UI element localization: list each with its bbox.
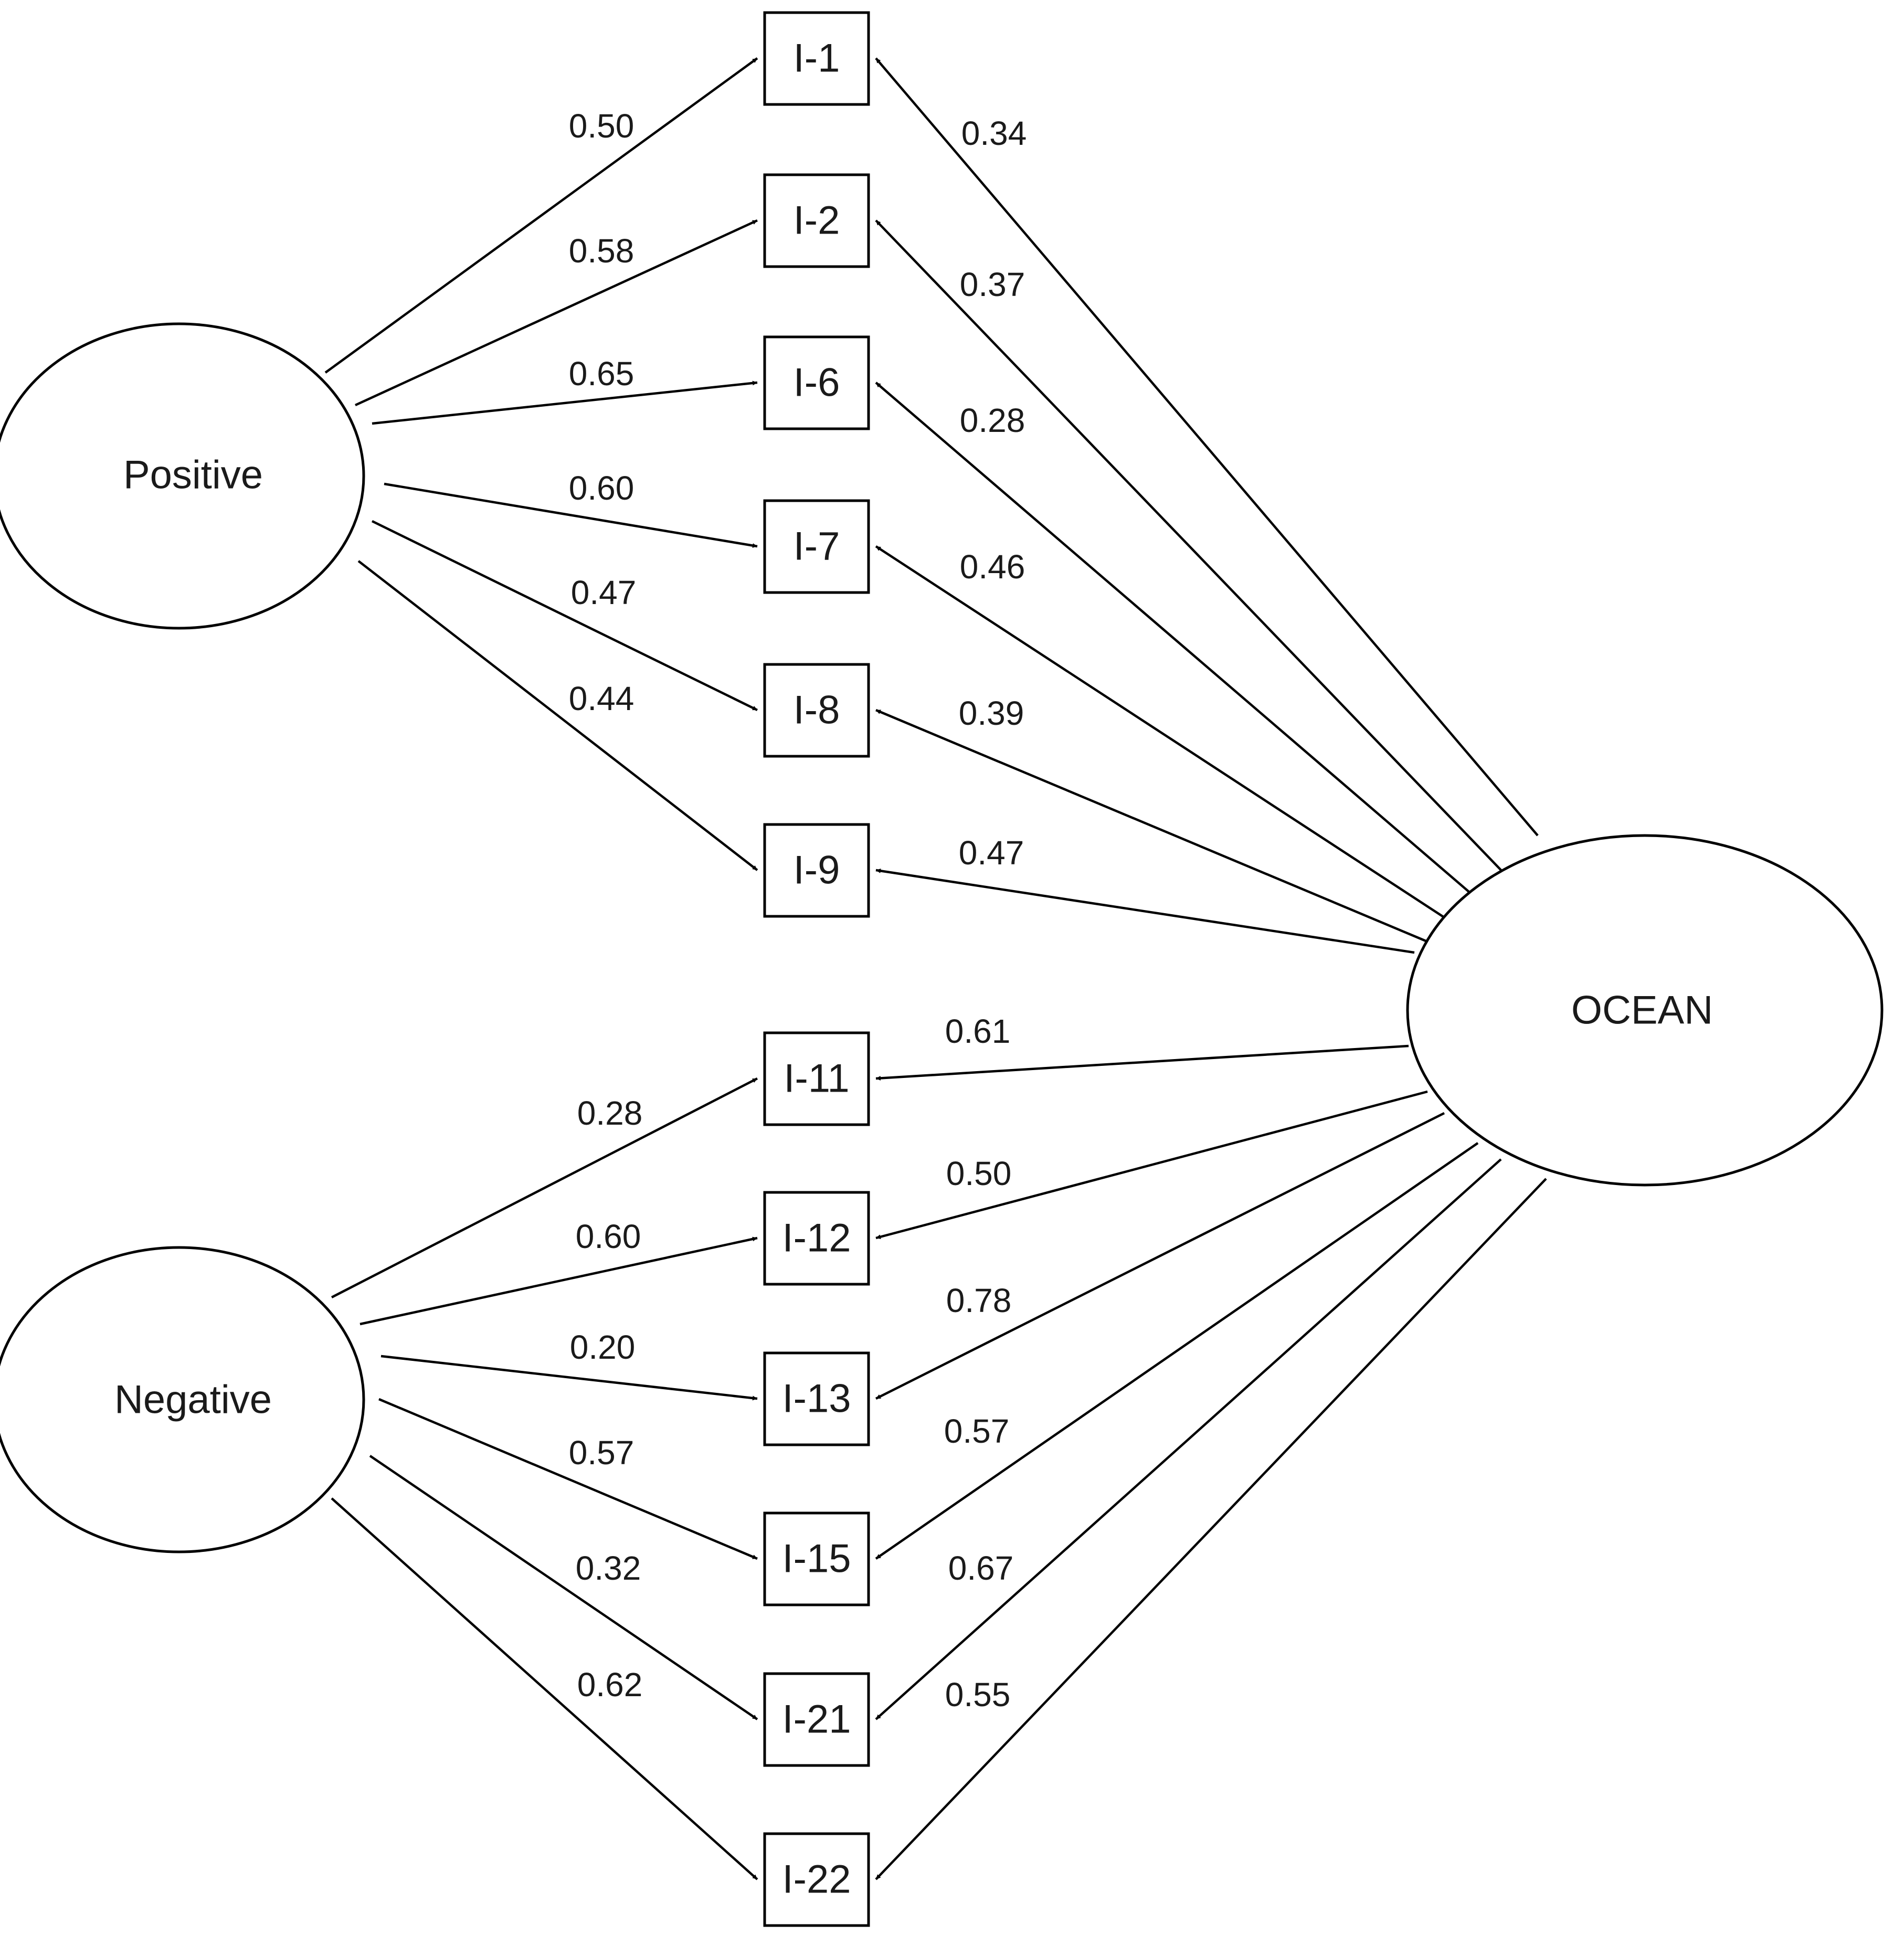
item-i11: I-11 (763, 1031, 870, 1126)
arrow-ocean-i22 (875, 1178, 1547, 1880)
arrow-ocean-i15 (875, 1142, 1479, 1560)
arrow-negative-i13 (380, 1355, 758, 1401)
loading-value-ocean-i15: 0.57 (944, 1412, 1010, 1450)
loading-value-negative-i15: 0.57 (569, 1434, 634, 1472)
loading-value-positive-i2: 0.58 (569, 232, 634, 270)
loading-value-ocean-i8: 0.39 (959, 694, 1024, 732)
arrow-ocean-i9 (875, 868, 1415, 954)
arrow-negative-i22 (331, 1497, 758, 1880)
loading-value-positive-i6: 0.65 (569, 355, 634, 393)
item-label: I-1 (794, 36, 840, 81)
arrow-positive-i1 (324, 57, 758, 374)
loading-value-ocean-i12: 0.50 (946, 1155, 1012, 1192)
arrow-ocean-i6 (875, 382, 1475, 897)
loading-value-positive-i1: 0.50 (569, 107, 634, 145)
loading-value-ocean-i9: 0.47 (959, 834, 1024, 872)
factor-ocean: OCEAN (1406, 834, 1884, 1187)
item-i8: I-8 (763, 663, 870, 758)
arrow-positive-i9 (357, 560, 758, 871)
loading-value-ocean-i2: 0.37 (960, 266, 1025, 303)
item-i15: I-15 (763, 1511, 870, 1606)
loading-value-positive-i7: 0.60 (569, 469, 634, 507)
loading-value-negative-i21: 0.32 (576, 1549, 641, 1587)
item-i9: I-9 (763, 823, 870, 918)
arrow-positive-i8 (372, 520, 758, 712)
loading-value-negative-i11: 0.28 (577, 1094, 643, 1132)
loading-value-ocean-i21: 0.67 (948, 1549, 1014, 1587)
factor-negative: Negative (0, 1246, 365, 1553)
arrow-negative-i15 (378, 1398, 758, 1560)
arrow-positive-i2 (355, 219, 758, 407)
loading-value-negative-i12: 0.60 (576, 1218, 641, 1255)
item-label: I-7 (794, 524, 840, 569)
item-label: I-21 (782, 1697, 851, 1742)
item-i2: I-2 (763, 173, 870, 268)
arrow-ocean-i11 (875, 1044, 1409, 1081)
arrow-ocean-i8 (875, 708, 1426, 943)
item-i6: I-6 (763, 335, 870, 430)
item-i21: I-21 (763, 1672, 870, 1767)
arrow-negative-i21 (369, 1455, 758, 1720)
loading-value-negative-i22: 0.62 (577, 1666, 643, 1704)
item-label: I-22 (782, 1857, 851, 1902)
item-label: I-12 (782, 1216, 851, 1261)
item-i12: I-12 (763, 1191, 870, 1286)
arrow-negative-i11 (331, 1077, 758, 1299)
item-label: I-15 (782, 1537, 851, 1581)
factor-label: OCEAN (1571, 988, 1713, 1033)
item-label: I-13 (782, 1377, 851, 1421)
arrow-ocean-i21 (875, 1158, 1502, 1720)
item-label: I-11 (784, 1056, 849, 1101)
arrow-ocean-i7 (875, 545, 1448, 921)
item-label: I-6 (794, 361, 840, 405)
arrow-ocean-i13 (875, 1112, 1445, 1400)
factor-label: Negative (114, 1378, 272, 1422)
loading-labels: 0.50 0.58 0.65 0.60 0.47 0.44 0.28 0.60 0.20 0.57… (569, 107, 1027, 1714)
item-label: I-8 (794, 688, 840, 733)
loading-value-positive-i9: 0.44 (569, 680, 634, 717)
loading-value-ocean-i7: 0.46 (960, 548, 1025, 586)
loading-value-negative-i13: 0.20 (570, 1328, 636, 1366)
item-i22: I-22 (763, 1832, 870, 1927)
loading-value-ocean-i11: 0.61 (945, 1012, 1011, 1050)
factor-label: Positive (123, 453, 263, 498)
arrow-ocean-i2 (875, 219, 1504, 873)
loading-value-ocean-i22: 0.55 (945, 1676, 1011, 1714)
factor-positive: Positive (0, 322, 365, 630)
loading-value-ocean-i1: 0.34 (961, 114, 1027, 152)
item-i1: I-1 (763, 11, 870, 106)
loading-arrows (324, 57, 1547, 1880)
loading-value-ocean-i13: 0.78 (946, 1282, 1012, 1319)
item-i7: I-7 (763, 499, 870, 594)
loading-value-positive-i8: 0.47 (571, 574, 637, 611)
arrow-negative-i12 (359, 1236, 758, 1326)
loading-value-ocean-i6: 0.28 (960, 401, 1025, 439)
item-label: I-9 (794, 848, 840, 893)
item-label: I-2 (794, 198, 840, 243)
arrow-positive-i7 (384, 482, 758, 548)
arrow-ocean-i1 (875, 57, 1539, 837)
arrow-positive-i6 (372, 380, 758, 425)
item-i13: I-13 (763, 1351, 870, 1446)
arrow-ocean-i12 (875, 1090, 1428, 1240)
